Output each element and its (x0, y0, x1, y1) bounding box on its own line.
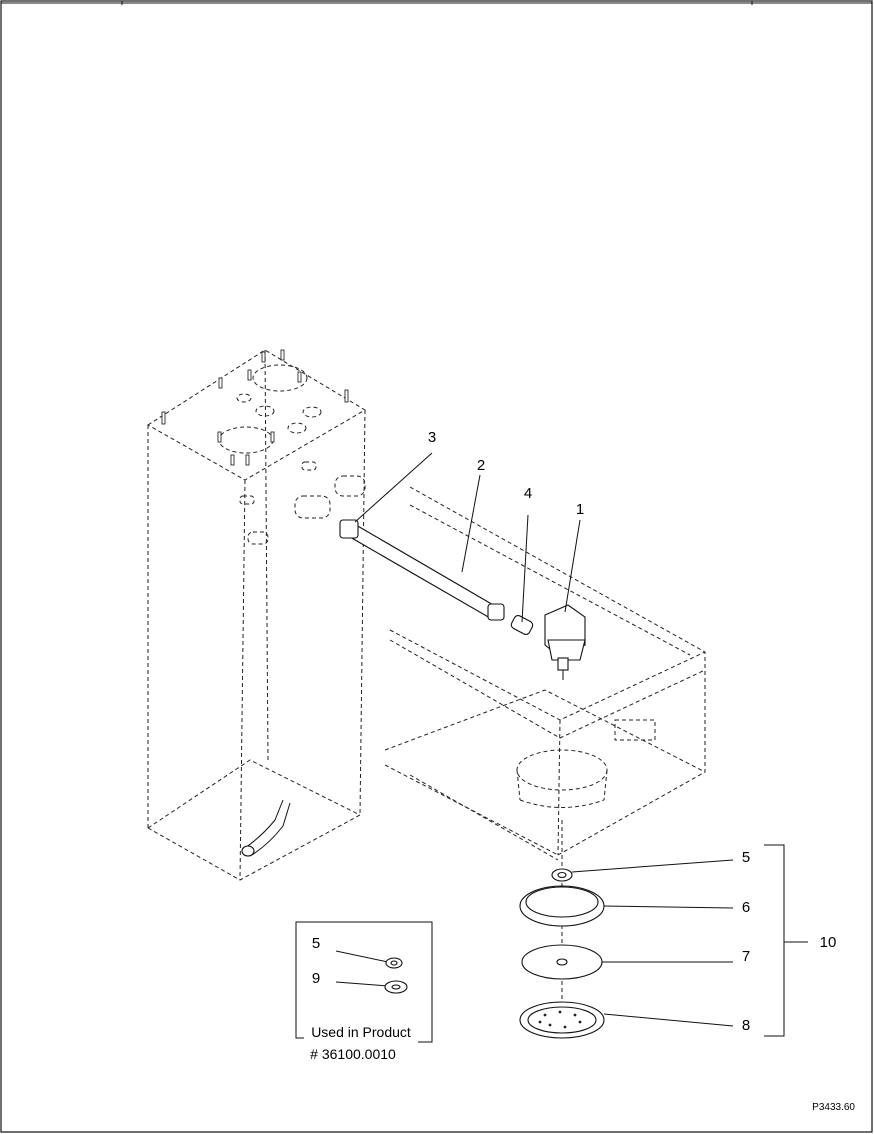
callout-10: 10 (820, 934, 837, 951)
callout-7: 7 (742, 948, 750, 965)
inset-callout-5: 5 (312, 935, 320, 952)
used-in-product-label: Used in Product (311, 1024, 411, 1040)
nipple-fitting (510, 614, 534, 636)
callout-3: 3 (428, 429, 436, 446)
callout-4: 4 (524, 485, 532, 502)
callout-2: 2 (477, 457, 485, 474)
figure-id: P3433.60 (812, 1102, 855, 1113)
inset-box: 5 9 Used in Product # 36100.0010 (295, 921, 433, 1062)
callout-8: 8 (742, 1017, 750, 1034)
tube-assembly (339, 519, 505, 621)
tank-outline (147, 349, 366, 881)
callout-6: 6 (742, 899, 750, 916)
callout-5: 5 (742, 849, 750, 866)
solenoid-valve (544, 604, 586, 680)
inset-callout-9: 9 (312, 970, 320, 987)
drain-parts (519, 868, 605, 1039)
product-number: # 36100.0010 (310, 1046, 396, 1062)
cabinet-outline (384, 486, 706, 1000)
callout-1: 1 (576, 501, 584, 518)
leader-lines (354, 452, 808, 1037)
